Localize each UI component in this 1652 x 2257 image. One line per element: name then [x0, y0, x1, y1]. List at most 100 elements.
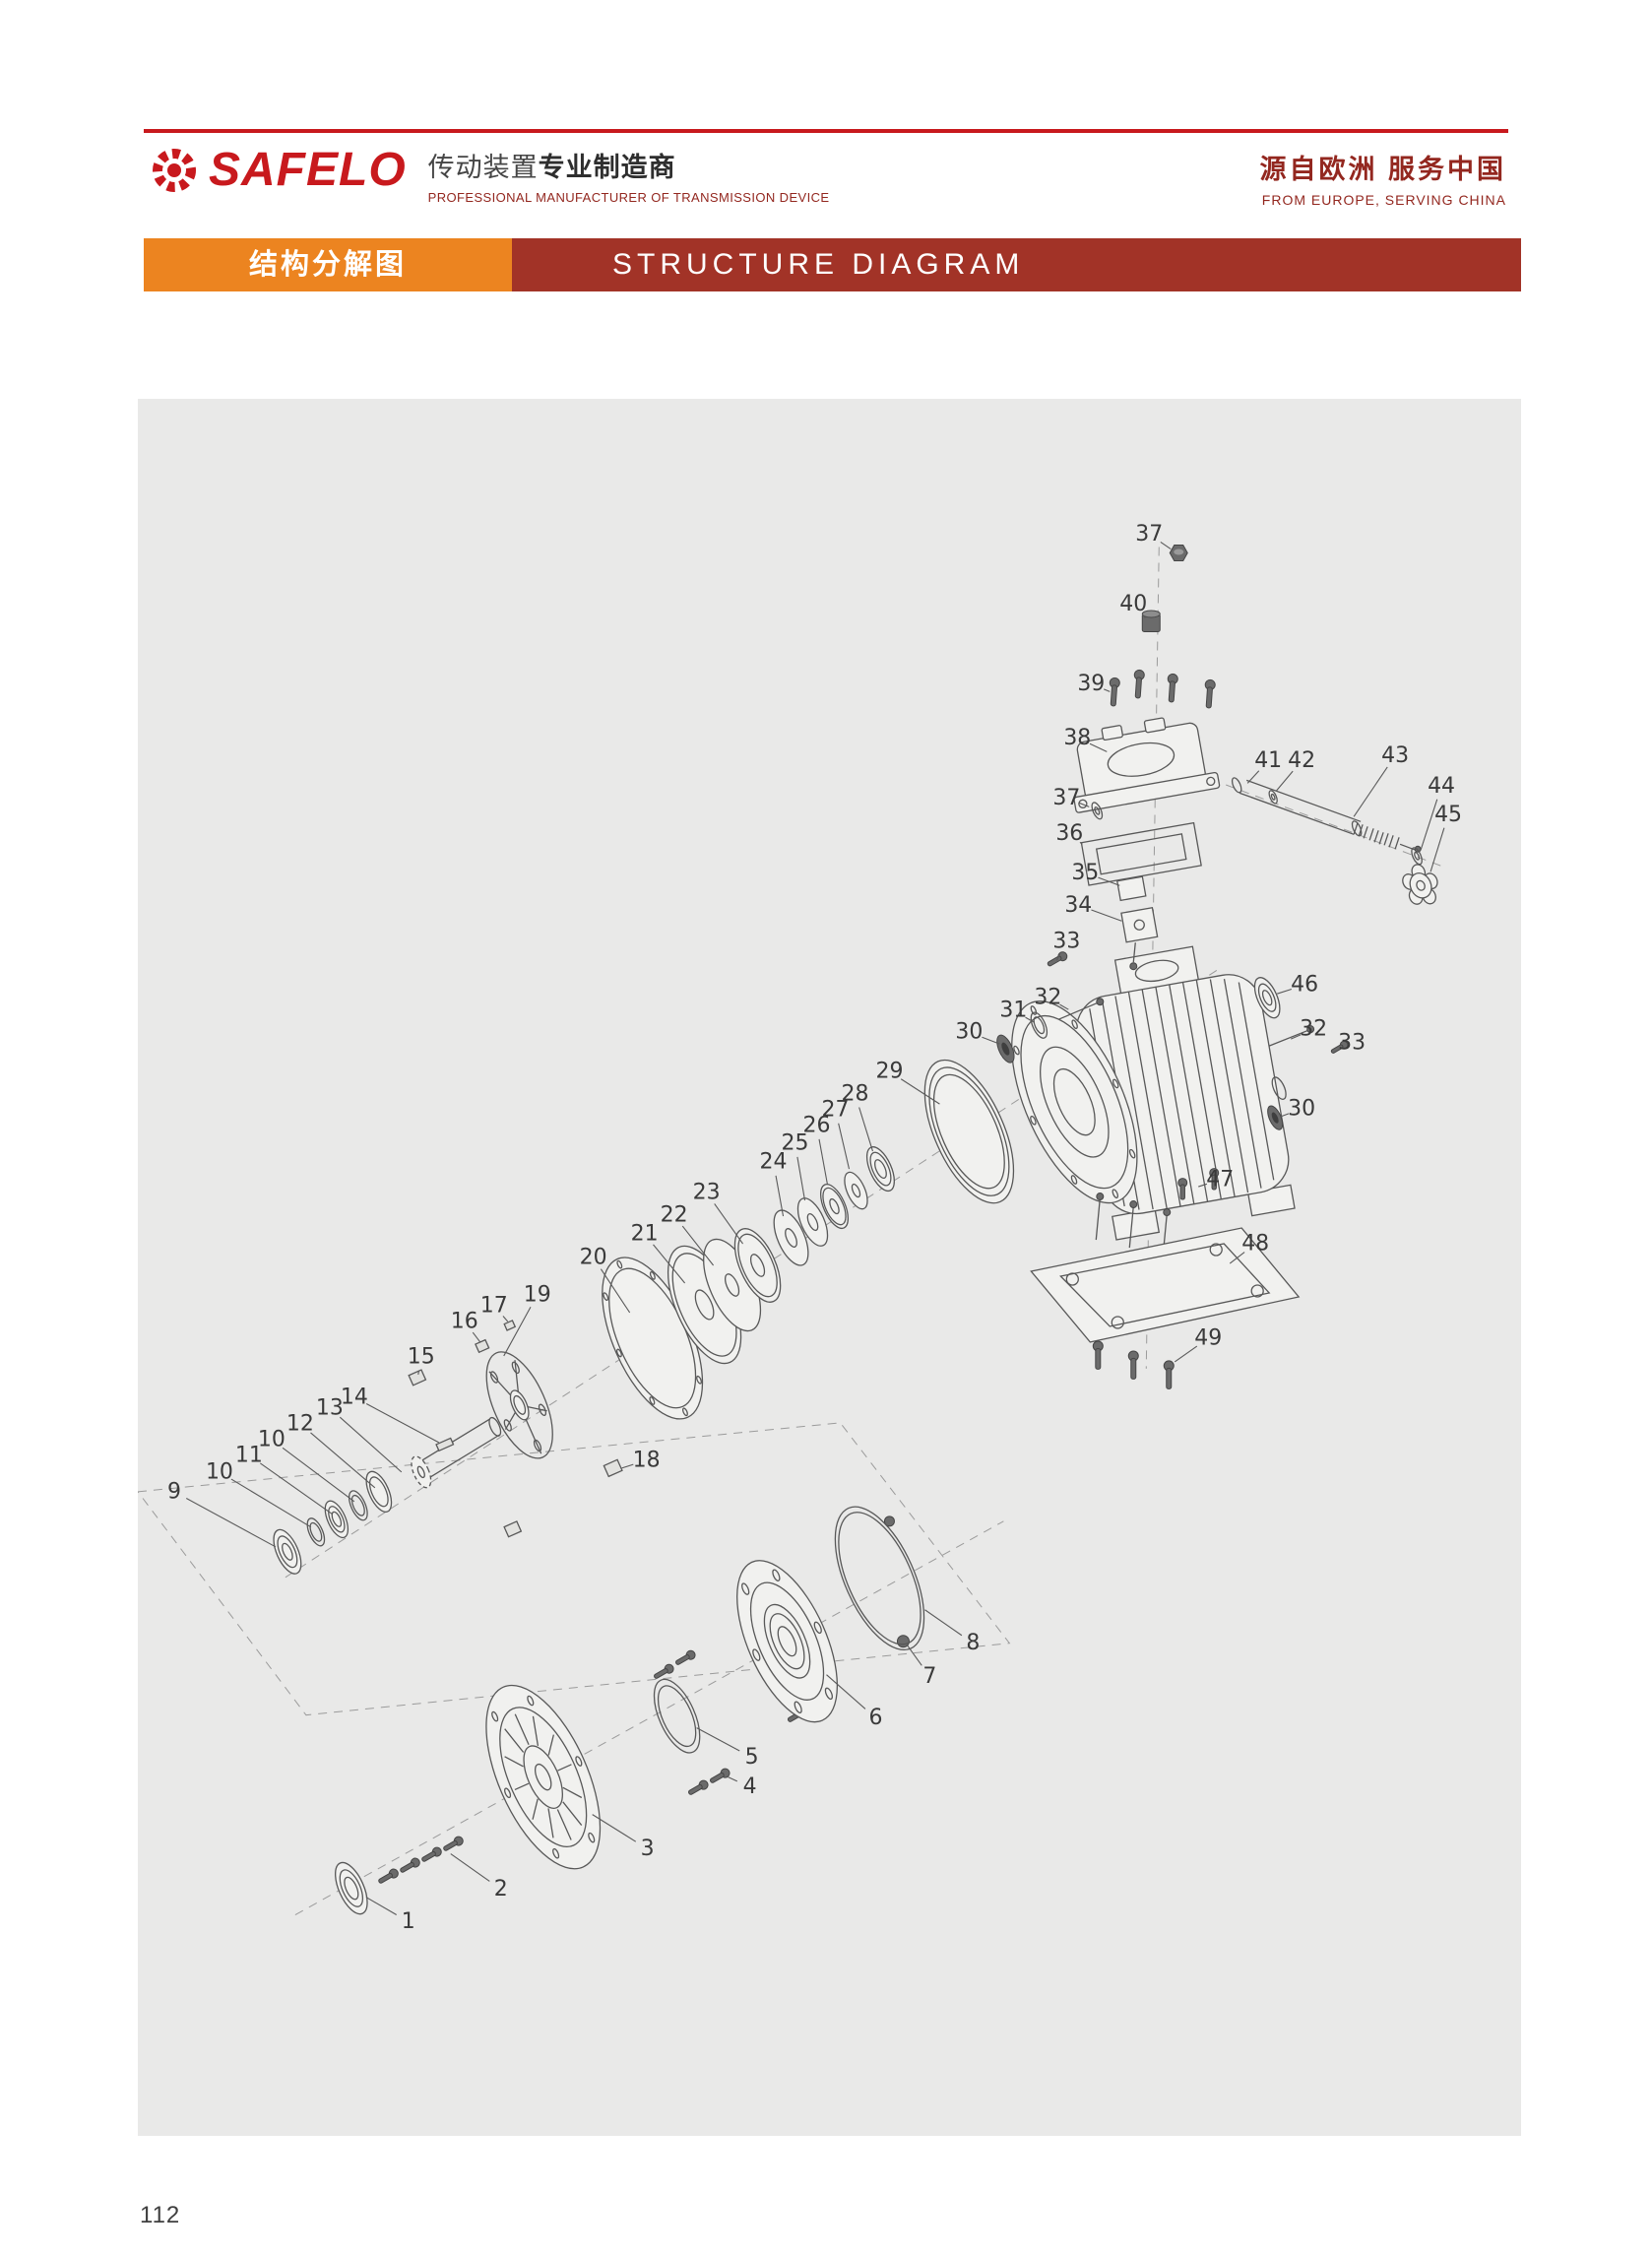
motor-housing	[985, 936, 1298, 1241]
part-number-label: 36	[1055, 821, 1083, 846]
leader-line	[827, 1675, 865, 1709]
leader-line	[593, 1815, 636, 1842]
part-7-plug	[884, 1516, 909, 1647]
part-35-pad	[1117, 876, 1146, 900]
part-number-label: 13	[316, 1395, 344, 1420]
leader-line	[715, 1203, 743, 1244]
leader-line	[622, 1464, 634, 1468]
part-number-label: 7	[922, 1664, 936, 1689]
leader-line	[1056, 954, 1059, 961]
part-10-washer-2	[346, 1488, 371, 1522]
tagline-zh: 传动装置专业制造商	[427, 153, 676, 182]
part-11-bearing	[321, 1498, 353, 1541]
leader-line	[1098, 877, 1119, 885]
part-26-washer	[815, 1181, 854, 1233]
leader-line	[1230, 1253, 1244, 1263]
leader-line	[859, 1107, 873, 1151]
part-number-label: 37	[1135, 522, 1163, 547]
part-16-key	[476, 1340, 489, 1353]
part-number-label: 37	[1052, 786, 1080, 810]
page-number: 112	[140, 2202, 181, 2228]
part-19-spider-carrier	[473, 1342, 566, 1467]
leader-line	[901, 1079, 939, 1104]
part-number-label: 6	[868, 1706, 882, 1730]
part-6-bearing-flange	[717, 1546, 858, 1736]
part-number-label: 45	[1434, 803, 1462, 827]
leader-line	[231, 1479, 311, 1527]
part-46-bearing	[1249, 974, 1285, 1021]
leader-line	[1354, 767, 1387, 816]
part-number-label: 32	[1300, 1017, 1327, 1042]
part-32-stud	[1058, 999, 1103, 1019]
part-44-washer	[1410, 846, 1425, 866]
part-27-washer	[840, 1169, 872, 1212]
part-12-ring	[361, 1468, 397, 1515]
part-28-bearing	[861, 1143, 900, 1195]
part-number-label: 29	[875, 1060, 903, 1084]
part-25-washer	[792, 1194, 833, 1251]
part-number-label: 10	[258, 1427, 286, 1451]
part-1-bearing	[329, 1858, 374, 1918]
part-number-label: 28	[841, 1082, 868, 1107]
part-number-label: 34	[1064, 893, 1092, 918]
part-18-key	[504, 1459, 622, 1536]
part-41-washer	[1231, 777, 1243, 795]
leader-line	[1026, 1017, 1035, 1022]
section-title-bar: 结构分解图 STRUCTURE DIAGRAM	[144, 238, 1521, 291]
logo-text: SAFELO	[209, 144, 407, 196]
part-number-label: 18	[633, 1448, 661, 1472]
header-divider	[144, 129, 1508, 133]
part-9-bearing	[268, 1525, 306, 1578]
part-30-plug	[993, 1033, 1018, 1065]
part-39-screws	[1108, 669, 1217, 709]
section-title-en: STRUCTURE DIAGRAM	[512, 238, 1521, 291]
part-number-label: 1	[402, 1909, 415, 1934]
part-number-label: 49	[1194, 1325, 1222, 1350]
part-number-label: 9	[167, 1479, 181, 1504]
part-10-washer	[304, 1515, 329, 1548]
part-number-label: 8	[966, 1631, 980, 1655]
part-number-label: 23	[693, 1181, 721, 1205]
tagline-en: PROFESSIONAL MANUFACTURER OF TRANSMISSIO…	[427, 190, 830, 205]
part-number-label: 33	[1052, 930, 1080, 954]
part-2-screws	[376, 1834, 466, 1887]
part-37-nut-top	[1170, 546, 1187, 561]
part-number-label: 24	[760, 1150, 788, 1175]
part-number-label: 2	[494, 1877, 508, 1902]
housing-studs	[1096, 1193, 1170, 1256]
slogan-zh: 源自欧洲 服务中国	[1259, 155, 1506, 184]
part-number-label: 3	[641, 1837, 655, 1861]
part-number-label: 11	[235, 1443, 263, 1467]
leader-line	[924, 1610, 961, 1636]
leader-line	[1104, 689, 1110, 692]
leader-line	[1091, 910, 1121, 921]
leader-line	[1175, 1346, 1197, 1362]
part-number-label: 48	[1241, 1232, 1269, 1257]
part-number-label: 5	[745, 1745, 759, 1770]
leader-line	[1080, 842, 1082, 844]
safelo-gear-logo-icon	[153, 149, 196, 192]
leader-line	[654, 1245, 685, 1283]
part-37-washer	[1090, 801, 1105, 820]
part-number-label: 20	[580, 1246, 607, 1270]
section-title-zh: 结构分解图	[144, 238, 512, 291]
part-36-gasket	[1081, 823, 1201, 885]
part-number-label: 22	[661, 1203, 688, 1228]
part-32-stud-right	[1269, 1026, 1313, 1046]
part-number-label: 41	[1254, 748, 1282, 773]
leader-line	[682, 1226, 713, 1265]
part-number-label: 35	[1071, 861, 1099, 885]
leader-line	[1421, 800, 1437, 851]
leader-line	[1079, 803, 1089, 806]
part-number-label: 32	[1034, 986, 1061, 1010]
part-24-washer	[767, 1205, 815, 1270]
leader-line	[819, 1139, 827, 1185]
part-17-key	[504, 1321, 515, 1330]
leader-line	[1276, 771, 1293, 791]
part-number-label: 40	[1119, 592, 1147, 616]
part-38-gear-cover	[1063, 710, 1221, 812]
part-23-disc	[726, 1222, 790, 1309]
part-29-large-ring	[907, 1048, 1032, 1216]
leader-line	[697, 1728, 740, 1751]
